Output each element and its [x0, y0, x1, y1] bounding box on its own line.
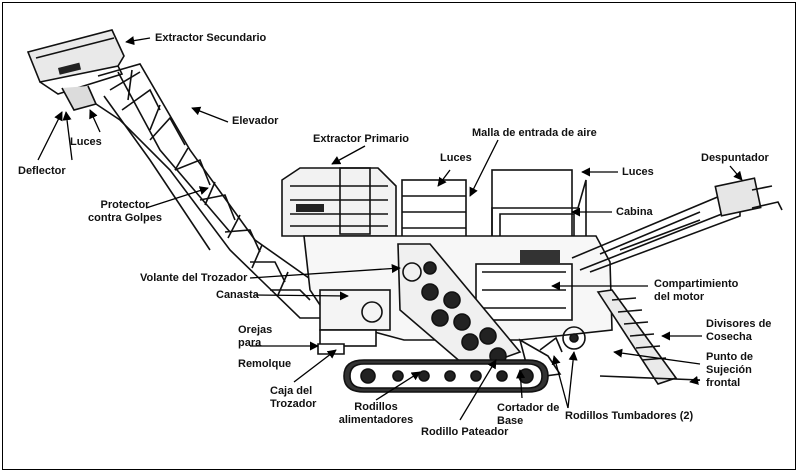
label-luces-mid: Luces [440, 152, 472, 164]
crawler-track [343, 359, 549, 393]
elevator-boom [95, 63, 350, 319]
label-despuntador: Despuntador [701, 152, 769, 164]
label-caja-trozador: Caja del Trozador [270, 385, 317, 410]
label-cortador-base: Cortador de Base [497, 402, 560, 427]
label-rodillo-pateador: Rodillo Pateador [421, 426, 509, 438]
label-cabina: Cabina [616, 206, 653, 218]
tow-ears [317, 343, 345, 355]
label-divisores: Divisores de Cosecha [706, 318, 772, 343]
primary-extractor [281, 167, 397, 237]
label-canasta: Canasta [216, 289, 259, 301]
secondary-extractor-hood [26, 29, 125, 95]
diagram-frame [2, 2, 796, 470]
label-extractor-secundario: Extractor Secundario [155, 32, 267, 44]
label-luces-right: Luces [622, 166, 654, 178]
label-extractor-primario: Extractor Primario [313, 133, 409, 145]
label-deflector: Deflector [18, 165, 66, 177]
label-orejas: Orejas para [238, 324, 273, 349]
label-rodillos-tumbadores: Rodillos Tumbadores (2) [565, 410, 694, 422]
label-malla: Malla de entrada de aire [472, 127, 597, 139]
topper-arm [571, 177, 783, 273]
label-elevador: Elevador [232, 115, 279, 127]
label-protector: Protector contra Golpes [88, 199, 162, 224]
label-compartimiento: Compartimiento del motor [654, 278, 739, 303]
chopper-box [319, 289, 391, 347]
label-remolque: Remolque [238, 358, 292, 370]
label-punto-sujecion: Punto de Sujeción frontal [706, 351, 754, 389]
callout-arrows [37, 36, 743, 421]
crop-divider [596, 289, 701, 385]
label-rodillos-alimentadores: Rodillos alimentadores [338, 401, 414, 426]
label-luces-left: Luces [70, 136, 102, 148]
label-volante: Volante del Trozador [140, 272, 248, 284]
deflector-shape [61, 85, 98, 111]
